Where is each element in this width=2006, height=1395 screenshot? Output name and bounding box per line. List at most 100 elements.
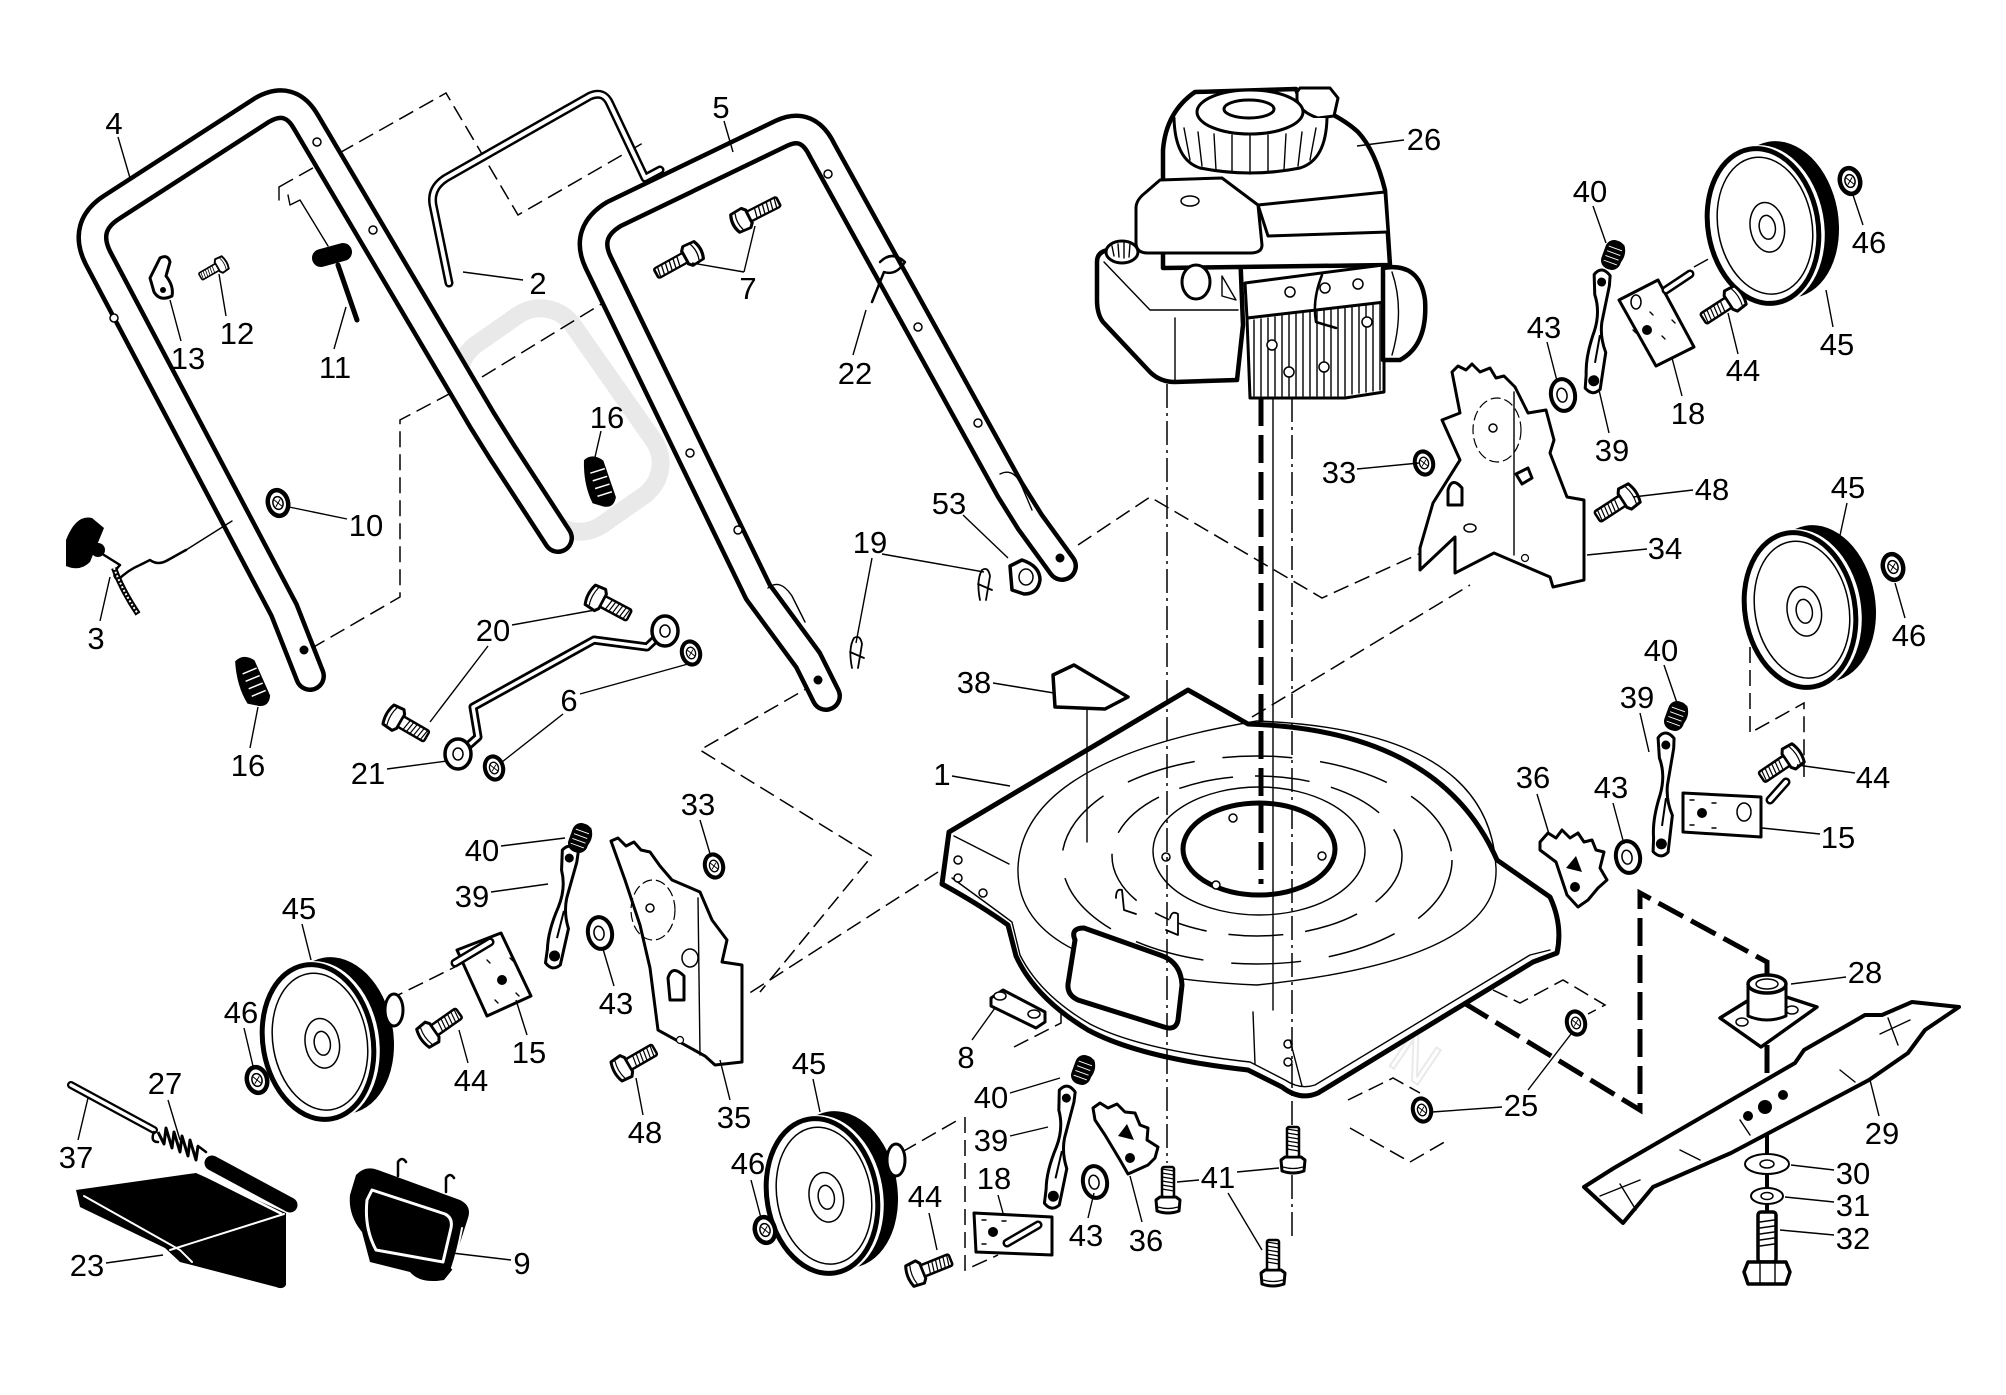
handle-knob xyxy=(231,652,273,712)
callout: 23 xyxy=(70,1248,164,1283)
lever-knob xyxy=(1067,1051,1099,1089)
callout-label: 15 xyxy=(512,1035,546,1070)
wheel xyxy=(754,1102,911,1285)
leader-line xyxy=(1796,764,1856,774)
callout: 36 xyxy=(1516,760,1550,835)
hex-nut xyxy=(679,639,702,666)
callout-label: 28 xyxy=(1848,955,1882,990)
callout-label: 25 xyxy=(1504,1088,1538,1123)
leader-line xyxy=(288,506,348,520)
leader-line xyxy=(1727,312,1739,355)
callout: 40 xyxy=(1573,174,1607,244)
deck-block xyxy=(989,988,1047,1030)
callout: 48 xyxy=(1632,472,1729,507)
handle-hole xyxy=(109,313,119,323)
callout-label: 40 xyxy=(1573,174,1607,209)
callout: 48 xyxy=(628,1077,662,1150)
callout: 15 xyxy=(512,999,546,1070)
leader-line xyxy=(1761,827,1821,835)
leader-line xyxy=(77,1097,89,1141)
callout-label: 36 xyxy=(1129,1223,1163,1258)
callout: 31 xyxy=(1784,1188,1870,1223)
callout: 18 xyxy=(977,1161,1011,1214)
lever-knob xyxy=(1660,697,1692,735)
callout-label: 16 xyxy=(231,748,265,783)
leader-line xyxy=(169,299,182,342)
leader-line xyxy=(458,1029,469,1064)
callout: 16 xyxy=(590,400,624,458)
callout: 13 xyxy=(169,299,205,376)
callout: 22 xyxy=(838,309,872,391)
hairpin-clip xyxy=(977,567,993,601)
callout: 35 xyxy=(717,1059,751,1135)
callout: 25 xyxy=(1431,1033,1572,1123)
callout: 43 xyxy=(1594,770,1628,845)
callout-label: 45 xyxy=(792,1046,826,1081)
air-filter-cover xyxy=(1134,176,1264,255)
callout-label: 1 xyxy=(933,757,950,792)
callout: 29 xyxy=(1865,1079,1899,1151)
control-cable xyxy=(278,186,360,323)
callout: 46 xyxy=(1851,191,1886,260)
callout: 43 xyxy=(1069,1192,1103,1253)
callout: 46 xyxy=(224,995,258,1067)
callout: 4 xyxy=(105,106,131,179)
deck-insert xyxy=(1051,663,1130,711)
callout-label: 44 xyxy=(1726,353,1760,388)
callout-label: 9 xyxy=(513,1246,530,1281)
engine-alignment-lines xyxy=(1086,384,1293,1240)
wheel-hub-stub xyxy=(885,1142,907,1178)
upper-handle xyxy=(76,88,574,692)
leader-line xyxy=(105,1254,164,1264)
leader-line xyxy=(1546,341,1558,382)
grass-deflector xyxy=(349,1157,469,1281)
hex-nut xyxy=(482,754,505,781)
hairpin-clip xyxy=(849,635,865,669)
cable-bolt xyxy=(195,254,232,285)
callout: 45 xyxy=(1831,470,1865,541)
link-bar xyxy=(443,614,680,771)
leader-line xyxy=(333,306,347,350)
leader-line xyxy=(117,136,131,179)
leader-line xyxy=(1356,462,1420,470)
blade-bolt xyxy=(1742,1210,1792,1286)
leader-line xyxy=(962,514,1009,559)
rear-flap xyxy=(76,1155,298,1289)
callout: 53 xyxy=(932,486,1009,559)
engine xyxy=(1094,86,1428,400)
callout: 39 xyxy=(1595,389,1629,468)
wheel xyxy=(1732,516,1889,699)
height-gear-plate xyxy=(1091,1101,1160,1176)
callout-label: 46 xyxy=(731,1146,765,1181)
callout: 3 xyxy=(87,576,111,656)
plate-bolt xyxy=(1589,480,1644,529)
callout-label: 44 xyxy=(1856,760,1890,795)
wheel xyxy=(250,948,407,1131)
side-plate-right xyxy=(1418,362,1586,589)
callout-label: 4 xyxy=(105,106,122,141)
callout: 30 xyxy=(1790,1156,1870,1191)
leader-line xyxy=(1790,976,1847,985)
callout-label: 13 xyxy=(171,341,205,376)
blade-adapter xyxy=(1718,973,1819,1049)
callout-label: 39 xyxy=(1620,680,1654,715)
callout: 41 xyxy=(1176,1160,1280,1251)
handle-hole xyxy=(312,137,322,147)
callout: 10 xyxy=(288,506,383,543)
callout-label: 3 xyxy=(87,621,104,656)
callout: 7 xyxy=(691,225,757,306)
link-bolt xyxy=(379,701,435,749)
leader-line xyxy=(1784,1196,1835,1203)
callout: 36 xyxy=(1129,1175,1163,1258)
callout: 45 xyxy=(792,1046,826,1113)
callout-label: 8 xyxy=(957,1040,974,1075)
height-adjust-lever xyxy=(542,843,582,971)
leader-line xyxy=(928,1212,938,1251)
spacer xyxy=(1078,1162,1112,1202)
callout-label: 46 xyxy=(1852,225,1886,260)
callout-label: 36 xyxy=(1516,760,1550,795)
leader-line xyxy=(881,553,985,573)
leader-line xyxy=(1236,1167,1280,1173)
